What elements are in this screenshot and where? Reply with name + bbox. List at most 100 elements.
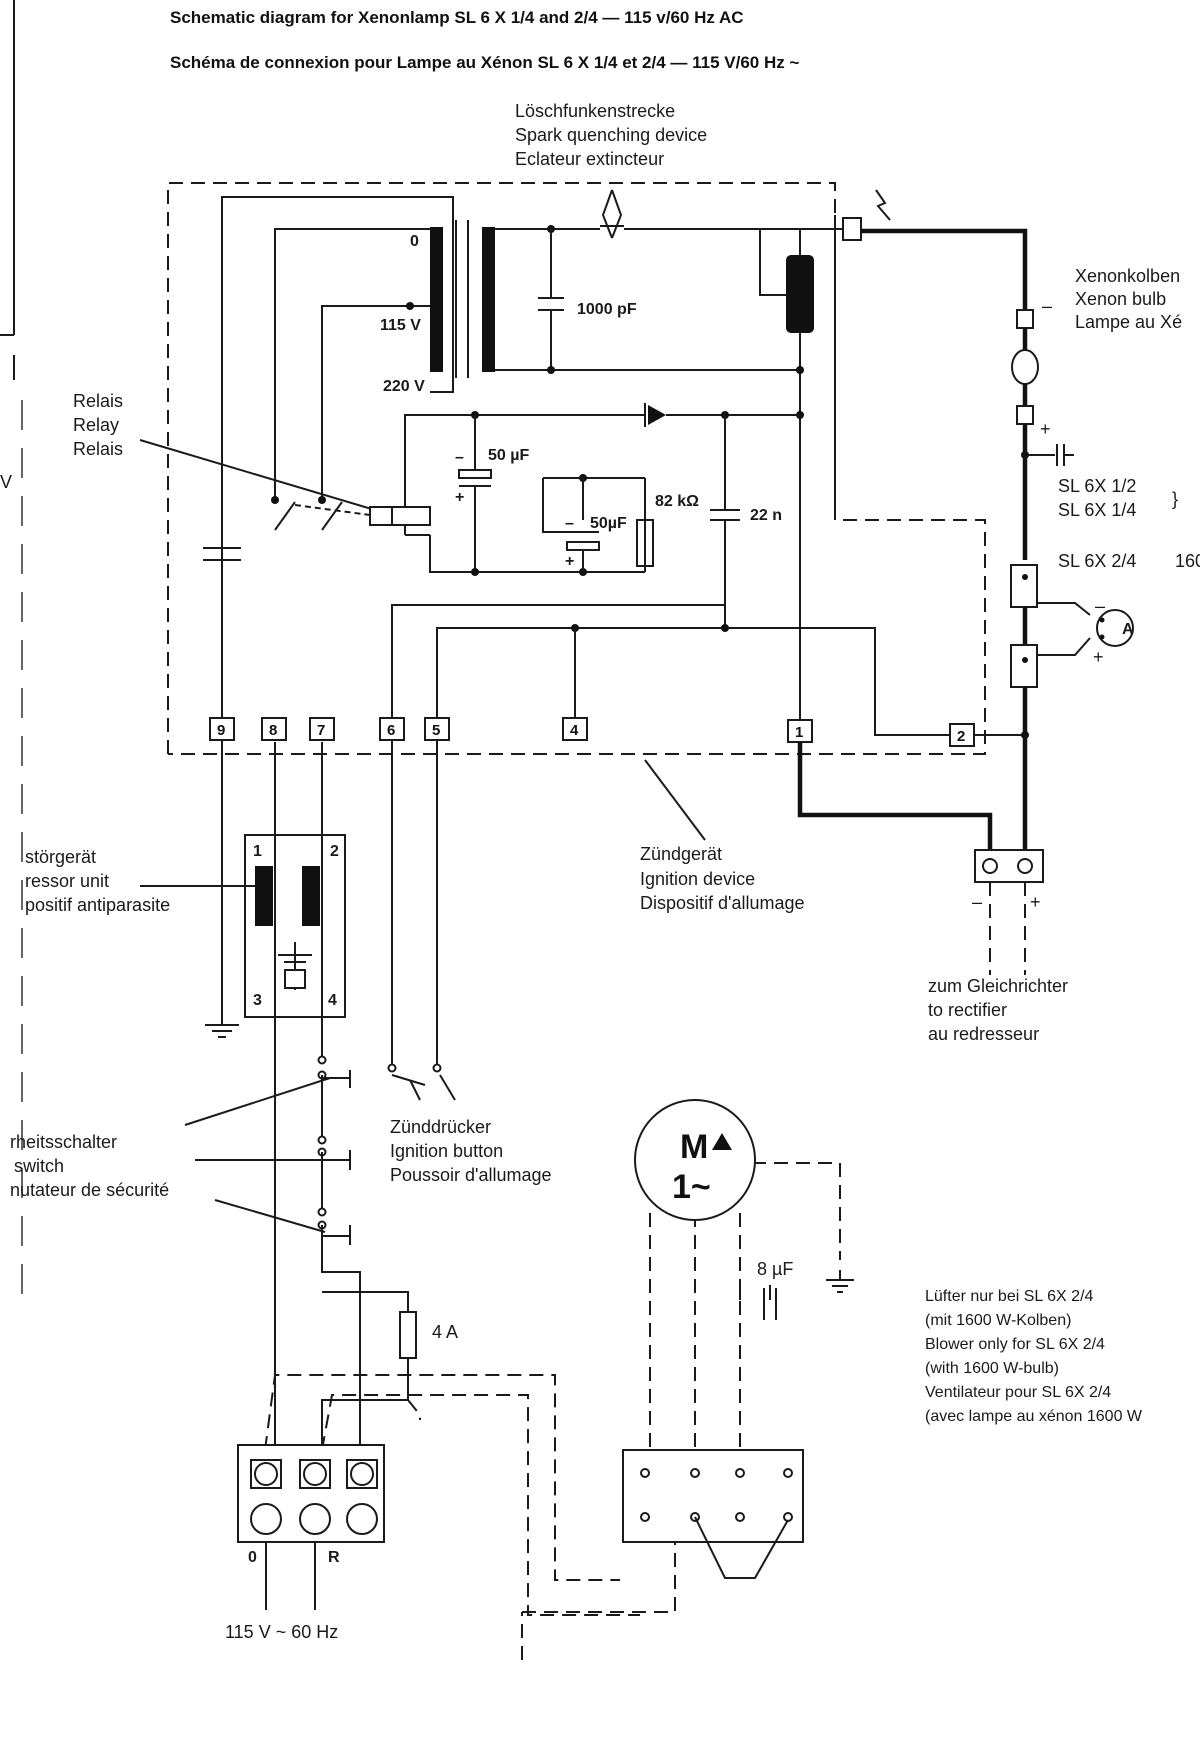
- capacitor-22n-label: 22 n: [750, 507, 782, 524]
- terminal-6: 6: [379, 717, 405, 741]
- svg-text:1~: 1~: [672, 1168, 711, 1206]
- secondary-circuit: [495, 225, 850, 374]
- relay-coil: [369, 506, 431, 526]
- fuse-4a-label: 4 A: [432, 1322, 458, 1342]
- capacitor-22n: [710, 411, 740, 628]
- model-sl6x14: SL 6X 1/4: [1058, 500, 1136, 520]
- transformer-tap-0: 0: [410, 233, 419, 250]
- svg-text:Ignition button: Ignition button: [390, 1141, 503, 1161]
- ammeter-icon: A: [1096, 609, 1134, 647]
- rectifier-minus: –: [972, 892, 982, 912]
- relay-contacts: [271, 496, 371, 531]
- model-bracket: }: [1172, 489, 1178, 509]
- svg-text:Relais: Relais: [73, 439, 123, 459]
- rectifier-connector: [797, 742, 1044, 975]
- bulb-plus-sign: +: [1040, 419, 1051, 439]
- title-french: Schéma de connexion pour Lampe au Xénon …: [170, 53, 799, 72]
- svg-text:Relais: Relais: [73, 391, 123, 411]
- transformer-tap-115: 115 V: [380, 317, 421, 334]
- xenon-bulb-label: Xenonkolben Xenon bulb Lampe au Xé: [1075, 266, 1182, 332]
- blower-dashed-wiring: [264, 1162, 841, 1660]
- motor-terminal-block: [622, 1449, 804, 1579]
- cap-a-minus: –: [455, 449, 464, 466]
- ammeter-plus: +: [1093, 647, 1104, 667]
- safety-switch: [322, 1070, 351, 1245]
- svg-text:Lampe au Xé: Lampe au Xé: [1075, 312, 1182, 332]
- svg-text:ressor unit: ressor unit: [25, 871, 109, 891]
- svg-text:Lüfter nur bei SL 6X 2/4: Lüfter nur bei SL 6X 2/4: [925, 1288, 1094, 1305]
- svg-text:6: 6: [387, 722, 395, 739]
- svg-text:(avec lampe au xénon 1600 W: (avec lampe au xénon 1600 W: [925, 1408, 1143, 1425]
- blower-note: Lüfter nur bei SL 6X 2/4 (mit 1600 W-Kol…: [925, 1288, 1143, 1425]
- terminal-2: 2: [949, 723, 975, 747]
- fuse-4a: [399, 1311, 417, 1359]
- motor-capacitor-8uf: [739, 1280, 777, 1320]
- xenon-bulb-icon: [1011, 309, 1039, 560]
- svg-text:5: 5: [432, 722, 440, 739]
- model-sl6x12: SL 6X 1/2: [1058, 476, 1136, 496]
- ignition-button-label: Zünddrücker Ignition button Poussoir d'a…: [390, 1117, 552, 1185]
- svg-text:Xenon bulb: Xenon bulb: [1075, 289, 1166, 309]
- lower-bus-wiring: [391, 215, 950, 736]
- mains-label-0: 0: [248, 1549, 257, 1566]
- cap-b-minus: –: [565, 515, 574, 532]
- transformer-primary-wiring: [221, 196, 454, 725]
- terminal-7: 7: [309, 717, 335, 741]
- ignition-device-enclosure: [167, 182, 986, 755]
- svg-text:Eclateur extincteur: Eclateur extincteur: [515, 149, 664, 169]
- svg-text:1: 1: [795, 724, 803, 741]
- ignition-device-label: Zündgerät Ignition device Dispositif d'a…: [640, 844, 805, 913]
- svg-text:(mit 1600 W-Kolben): (mit 1600 W-Kolben): [925, 1312, 1071, 1329]
- capacitor-50uf-b-label: 50µF: [590, 515, 627, 532]
- hv-connector: [842, 189, 1028, 310]
- safety-switch-label: rheitsschalter switch nutateur de sécuri…: [10, 1132, 169, 1200]
- svg-text:Zündgerät: Zündgerät: [640, 844, 722, 864]
- model-sl6x24-note: 160: [1175, 551, 1200, 571]
- inner-loop-wiring: [429, 474, 645, 576]
- mains-terminal-block: [237, 1444, 385, 1610]
- resistor-82k-label: 82 kΩ: [655, 493, 699, 510]
- capacitor-50uf-a-label: 50 µF: [488, 447, 529, 464]
- transformer: [430, 220, 495, 378]
- capacitor-50uf-a: [405, 411, 492, 572]
- ammeter-minus: –: [1095, 596, 1105, 616]
- svg-text:nutateur de sécurité: nutateur de sécurité: [10, 1180, 169, 1200]
- ignition-device-pointer: [644, 759, 706, 841]
- terminal-5: 5: [424, 717, 450, 741]
- page-edge-marks: [0, 0, 23, 1300]
- svg-text:Ignition device: Ignition device: [640, 869, 755, 889]
- mains-supply-label: 115 V ~ 60 Hz: [225, 1622, 338, 1642]
- ignition-button: [387, 740, 456, 1101]
- cap-b-plus: +: [565, 553, 574, 570]
- title-english: Schematic diagram for Xenonlamp SL 6 X 1…: [170, 8, 744, 27]
- node-1-wiring: [404, 333, 804, 720]
- suppressor-terminal-2: 2: [330, 843, 339, 860]
- svg-text:M: M: [680, 1128, 708, 1166]
- svg-text:Relay: Relay: [73, 415, 119, 435]
- svg-text:au redresseur: au redresseur: [928, 1024, 1039, 1044]
- terminal-9: 9: [209, 717, 235, 741]
- suppressor-terminal-4: 4: [328, 992, 337, 1009]
- svg-text:Ventilateur pour SL 6X 2/4: Ventilateur pour SL 6X 2/4: [925, 1384, 1111, 1401]
- suppressor-terminal-1: 1: [253, 843, 262, 860]
- mains-label-r: R: [328, 1549, 340, 1566]
- blower-motor-icon: M 1~: [634, 1099, 756, 1221]
- svg-text:störgerät: störgerät: [25, 847, 96, 867]
- suppressor-unit: [244, 834, 346, 1018]
- safety-switch-pointers: [184, 1077, 331, 1233]
- bulb-capacitor: [1021, 444, 1074, 466]
- svg-text:A: A: [1122, 621, 1134, 638]
- svg-text:7: 7: [317, 722, 325, 739]
- capacitor-50uf-b: [566, 531, 600, 551]
- svg-text:9: 9: [217, 722, 225, 739]
- terminal-2-node: [1021, 731, 1029, 739]
- ignition-coil: [759, 229, 814, 333]
- svg-text:Xenonkolben: Xenonkolben: [1075, 266, 1180, 286]
- bulb-minus-sign: –: [1042, 296, 1052, 316]
- svg-text:Spark quenching device: Spark quenching device: [515, 125, 707, 145]
- svg-text:(with 1600 W-bulb): (with 1600 W-bulb): [925, 1360, 1059, 1377]
- svg-text:Zünddrücker: Zünddrücker: [390, 1117, 491, 1137]
- svg-text:Poussoir d'allumage: Poussoir d'allumage: [390, 1165, 552, 1185]
- model-sl6x24: SL 6X 2/4: [1058, 551, 1136, 571]
